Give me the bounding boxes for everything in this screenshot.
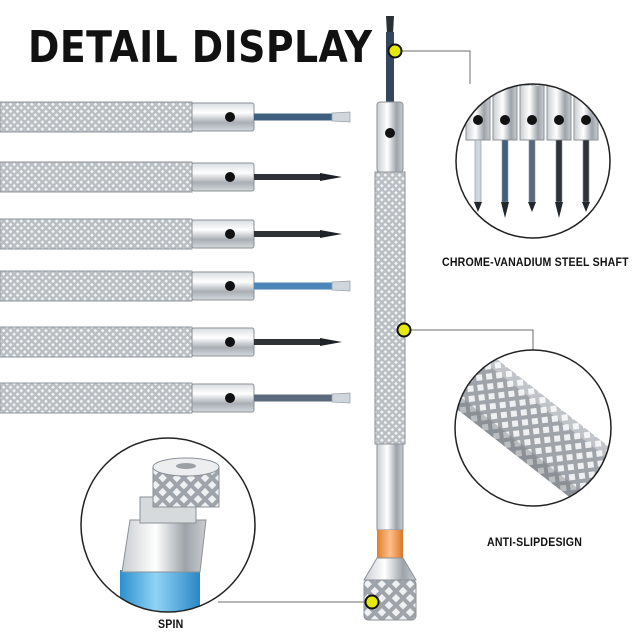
vertical-grip — [374, 171, 406, 445]
screwdriver-collet-hole — [225, 112, 235, 122]
screwdriver-grip — [0, 382, 193, 414]
screwdriver-collet — [191, 219, 255, 249]
screwdriver-1 — [0, 101, 351, 133]
vertical-screwdriver — [363, 16, 417, 621]
screwdriver-shaft — [254, 282, 332, 290]
shaft-callout-label: CHROME-VANADIUM STEEL SHAFT — [442, 257, 629, 269]
screwdriver-collet-hole — [225, 229, 235, 239]
vertical-cap-flare — [363, 557, 417, 581]
inset-tip-2 — [492, 84, 518, 218]
accent-dots — [364, 43, 412, 610]
flathead-tip — [331, 111, 351, 123]
screwdriver-shaft — [254, 231, 320, 237]
screwdriver-collet-hole — [225, 281, 235, 291]
vertical-color-band — [377, 530, 403, 558]
page-title: DETAIL DISPLAY — [28, 22, 373, 73]
phillips-tip — [320, 338, 342, 346]
screwdriver-grip — [0, 270, 193, 302]
screwdriver-collet-hole — [225, 337, 235, 347]
screwdriver-grip — [0, 326, 193, 358]
grip-callout-label: ANTI-SLIPDESIGN — [487, 537, 583, 549]
screwdriver-grip — [0, 161, 193, 193]
flathead-tip — [331, 280, 351, 292]
screwdriver-3 — [0, 218, 342, 250]
screwdriver-collet-hole — [225, 172, 235, 182]
leader-line-grip — [406, 329, 534, 350]
screwdriver-collet — [191, 102, 255, 132]
vertical-cap — [363, 579, 417, 621]
inset-tip-4 — [546, 84, 572, 218]
screwdriver-grip — [0, 218, 193, 250]
screwdriver-5 — [0, 326, 342, 358]
inset-tip-3 — [519, 84, 545, 212]
accent-dot-grip — [396, 322, 412, 338]
screwdriver-6 — [0, 382, 351, 414]
leader-line-shaft — [398, 50, 471, 84]
spin-callout-label: SPIN — [158, 619, 184, 631]
leader-lines — [218, 50, 534, 603]
accent-dot-shaft — [387, 43, 403, 59]
screwdriver-row-group — [0, 101, 351, 414]
grip-detail-circle — [454, 349, 612, 507]
screwdriver-collet — [191, 383, 255, 413]
screwdriver-shaft — [254, 113, 332, 121]
shaft-detail-circle — [455, 83, 611, 239]
accent-dot-cap — [364, 594, 380, 610]
screwdriver-collet-hole — [225, 393, 235, 403]
phillips-tip — [320, 173, 342, 181]
screwdriver-shaft — [254, 174, 320, 180]
vertical-neck — [376, 443, 404, 531]
vertical-collet-hole — [385, 128, 395, 138]
phillips-tip — [320, 230, 342, 238]
screwdriver-4 — [0, 270, 351, 302]
vertical-blade — [386, 32, 394, 102]
screwdriver-collet — [191, 327, 255, 357]
screwdriver-collet — [191, 162, 255, 192]
spin-detail-circle — [80, 437, 256, 613]
screwdriver-shaft — [254, 394, 332, 402]
screwdriver-grip — [0, 101, 193, 133]
vertical-tip — [386, 16, 394, 34]
screwdriver-shaft — [254, 339, 320, 345]
screwdriver-2 — [0, 161, 342, 193]
screwdriver-collet — [191, 271, 255, 301]
flathead-tip — [331, 392, 351, 404]
